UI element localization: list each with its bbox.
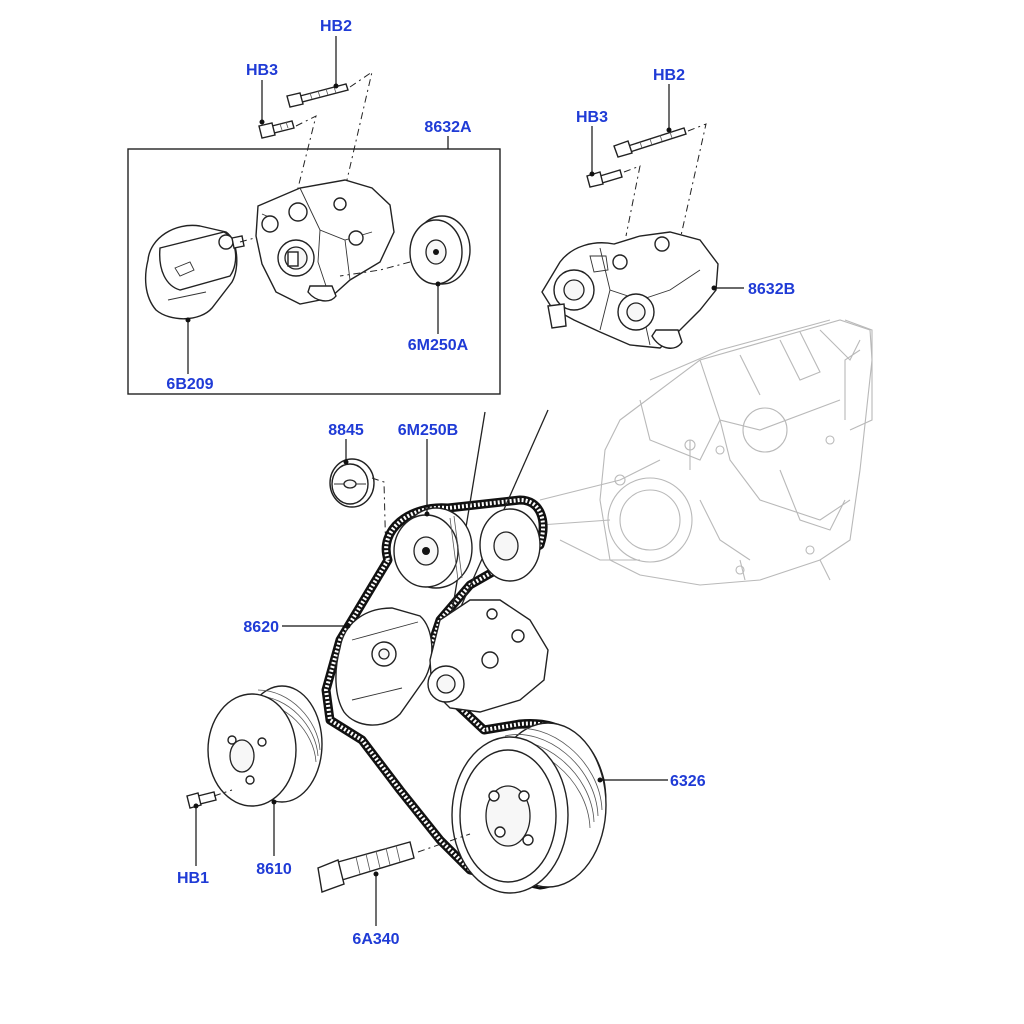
engine-block: [539, 319, 873, 586]
callout-6m250b: 6M250B: [398, 422, 458, 439]
bolt-6a340: [317, 841, 415, 893]
idler-pulley-6m250a: [409, 215, 471, 285]
leader-lines: [187, 36, 744, 926]
cap-8845: [329, 458, 375, 508]
callout-hb3-left: HB3: [246, 62, 278, 79]
callout-6a340: 6A340: [352, 931, 399, 948]
callout-8632a: 8632A: [424, 119, 472, 136]
tensioner-assembly-8632b: [541, 231, 719, 349]
bolt-hb3-left: [258, 120, 295, 139]
crankshaft-pulley-6326: [451, 722, 607, 894]
leader-dots: [185, 83, 717, 877]
callout-8845: 8845: [328, 422, 364, 439]
bolt-hb2-left: [286, 83, 349, 108]
tensioner-on-engine: [335, 599, 549, 726]
callout-hb2-right: HB2: [653, 67, 685, 84]
idler-pulley-upper: [479, 508, 541, 582]
callout-8620: 8620: [243, 619, 279, 636]
bolt-hb1: [186, 791, 217, 809]
callout-6326: 6326: [670, 773, 706, 790]
callout-hb2-left: HB2: [320, 18, 352, 35]
idler-pulley-6m250b: [393, 507, 473, 589]
callout-hb3-right: HB3: [576, 109, 608, 126]
callout-8610: 8610: [256, 861, 292, 878]
assembly-box-8632a: [127, 148, 501, 395]
callout-6m250a: 6M250A: [408, 337, 469, 354]
tensioner-6b209: [144, 224, 245, 320]
callout-hb1: HB1: [177, 870, 209, 887]
callout-6b209: 6B209: [166, 376, 213, 393]
callout-8632b: 8632B: [748, 281, 795, 298]
bracket-8632a: [255, 179, 395, 305]
bolt-hb2-right: [613, 127, 687, 158]
pulley-8610: [207, 685, 323, 807]
